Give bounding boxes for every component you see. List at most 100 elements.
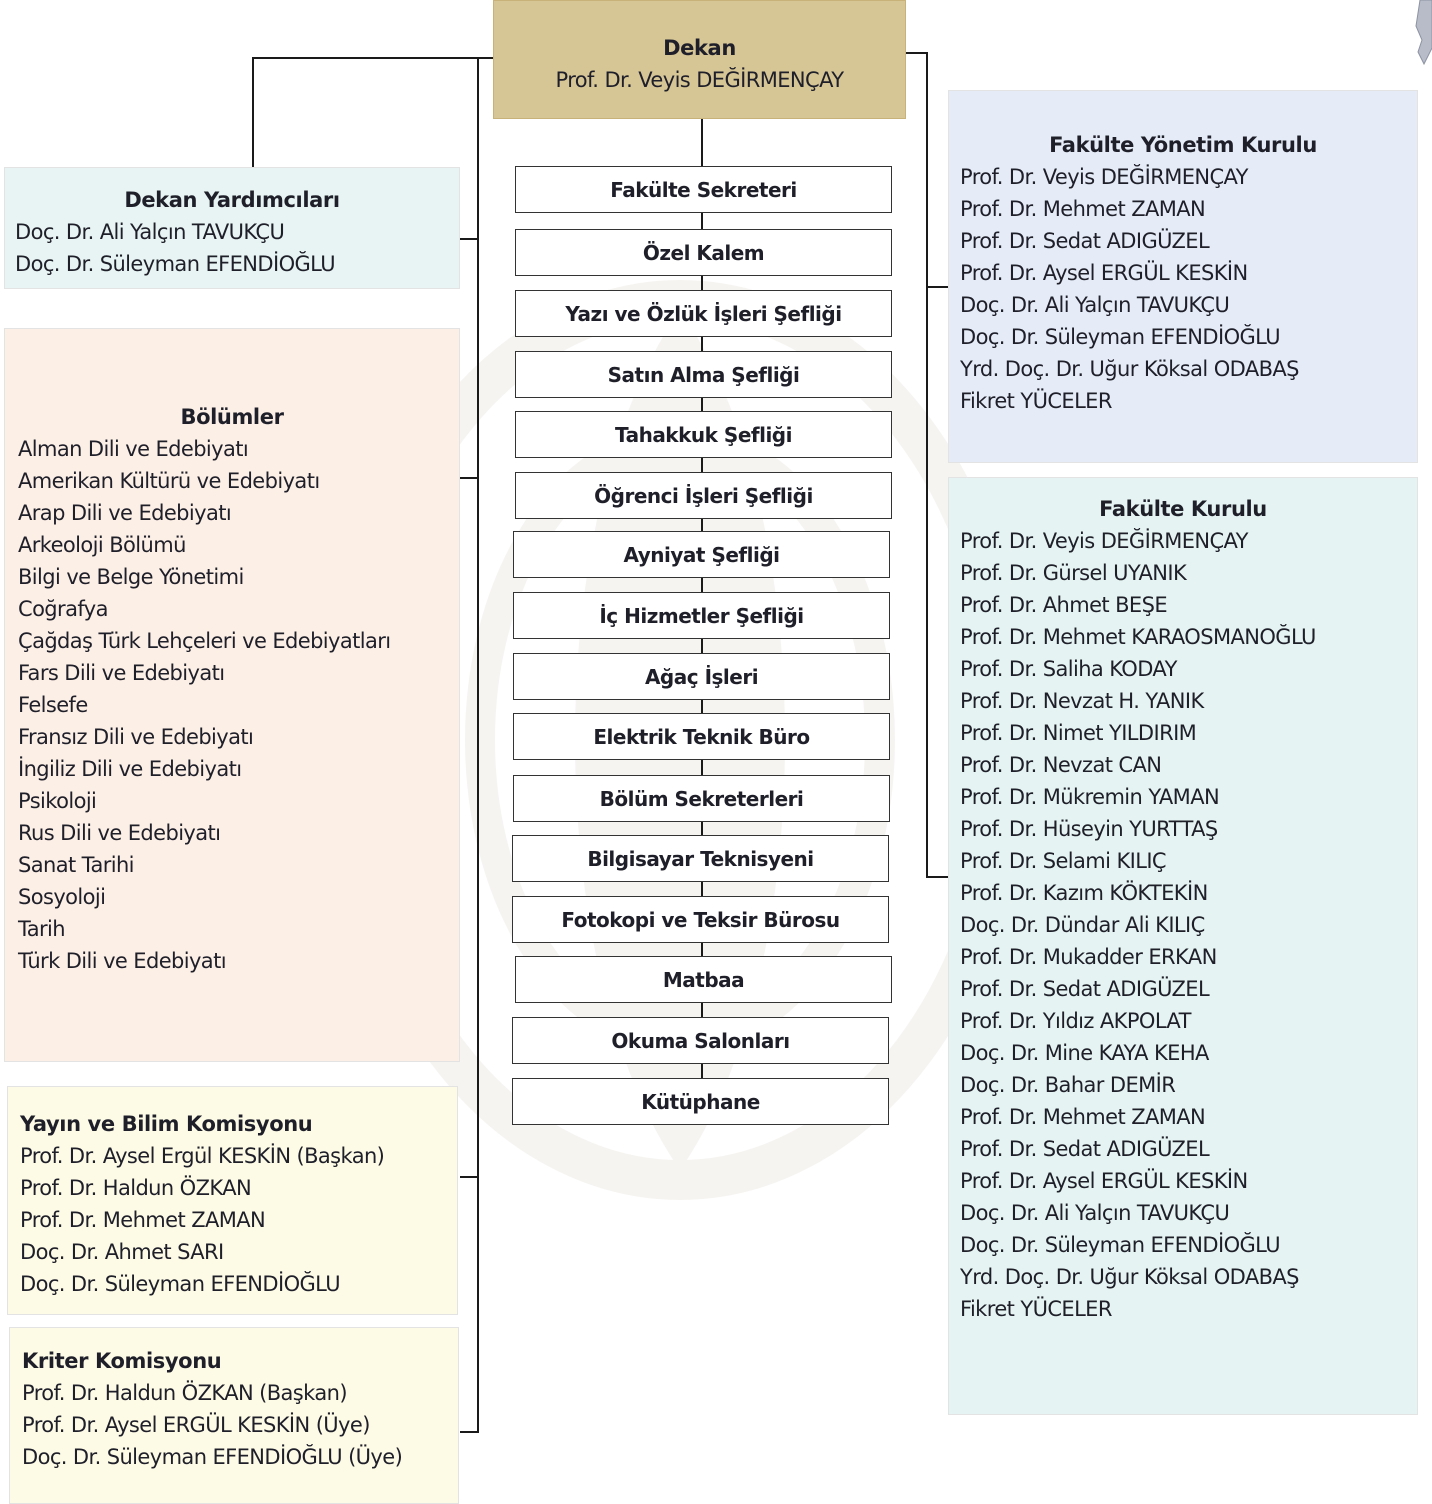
kriter-box: Kriter Komisyonu Prof. Dr. Haldun ÖZKAN … <box>9 1327 459 1504</box>
yayin-bilim-box: Yayın ve Bilim Komisyonu Prof. Dr. Aysel… <box>7 1086 458 1315</box>
unit-box: Matbaa <box>515 956 892 1003</box>
list-item: Prof. Dr. Aysel Ergül KESKİN (Başkan) <box>20 1144 385 1168</box>
list-item: Doç. Dr. Süleyman EFENDİOĞLU <box>960 325 1281 349</box>
list-item: Bilgi ve Belge Yönetimi <box>18 565 244 589</box>
list-item: Doç. Dr. Süleyman EFENDİOĞLU <box>15 252 336 276</box>
yonetim-kurulu-title: Fakülte Yönetim Kurulu <box>1049 133 1317 157</box>
list-item: Çağdaş Türk Lehçeleri ve Edebiyatları <box>18 629 391 653</box>
unit-box: Kütüphane <box>512 1078 889 1125</box>
unit-box: Fakülte Sekreteri <box>515 166 892 213</box>
list-item: Prof. Dr. Yıldız AKPOLAT <box>960 1009 1191 1033</box>
list-item: Felsefe <box>18 693 88 717</box>
list-item: Prof. Dr. Haldun ÖZKAN <box>20 1176 252 1200</box>
unit-box: Bölüm Sekreterleri <box>513 775 890 822</box>
connector-left-trunk <box>477 57 479 1433</box>
unit-box: Yazı ve Özlük İşleri Şefliği <box>515 290 892 337</box>
list-item: Sanat Tarihi <box>18 853 135 877</box>
list-item: Yrd. Doç. Dr. Uğur Köksal ODABAŞ <box>960 1265 1299 1289</box>
list-item: Prof. Dr. Mehmet ZAMAN <box>20 1208 266 1232</box>
dekan-name: Prof. Dr. Veyis DEĞİRMENÇAY <box>555 68 845 92</box>
connector-kurul <box>926 876 948 878</box>
list-item: Sosyoloji <box>18 885 106 909</box>
connector-yayin <box>460 1176 479 1178</box>
unit-box: Fotokopi ve Teksir Bürosu <box>512 896 889 943</box>
list-item: Yrd. Doç. Dr. Uğur Köksal ODABAŞ <box>960 357 1299 381</box>
logo-fragment <box>1415 0 1432 66</box>
unit-box: Öğrenci İşleri Şefliği <box>515 472 892 519</box>
list-item: Doç. Dr. Ahmet SARI <box>20 1240 224 1264</box>
fakulte-kurulu-box: Fakülte Kurulu Prof. Dr. Veyis DEĞİRMENÇ… <box>948 477 1418 1415</box>
list-item: Prof. Dr. Gürsel UYANIK <box>960 561 1187 585</box>
list-item: Fars Dili ve Edebiyatı <box>18 661 225 685</box>
list-item: Prof. Dr. Kazım KÖKTEKİN <box>960 881 1208 905</box>
list-item: Prof. Dr. Mehmet KARAOSMANOĞLU <box>960 625 1316 649</box>
dekan-yardimcilari-box: Dekan Yardımcıları Doç. Dr. Ali Yalçın T… <box>4 167 460 289</box>
connector-bolumler <box>460 477 479 479</box>
unit-box: İç Hizmetler Şefliği <box>513 592 890 639</box>
unit-box: Ayniyat Şefliği <box>513 531 890 578</box>
list-item: Fransız Dili ve Edebiyatı <box>18 725 254 749</box>
list-item: Fikret YÜCELER <box>960 1297 1112 1321</box>
list-item: Tarih <box>18 917 66 941</box>
fakulte-kurulu-title: Fakülte Kurulu <box>1099 497 1267 521</box>
list-item: Prof. Dr. Ahmet BEŞE <box>960 593 1168 617</box>
connector-right-trunk <box>926 52 928 878</box>
unit-box: Satın Alma Şefliği <box>515 351 892 398</box>
unit-box: Özel Kalem <box>515 229 892 276</box>
unit-box: Tahakkuk Şefliği <box>515 411 892 458</box>
dekan-yardimcilari-title: Dekan Yardımcıları <box>124 188 340 212</box>
list-item: Prof. Dr. Mukadder ERKAN <box>960 945 1217 969</box>
unit-box: Bilgisayar Teknisyeni <box>512 835 889 882</box>
list-item: Doç. Dr. Bahar DEMİR <box>960 1073 1176 1097</box>
list-item: Prof. Dr. Hüseyin YURTTAŞ <box>960 817 1218 841</box>
list-item: Prof. Dr. Haldun ÖZKAN (Başkan) <box>22 1381 348 1405</box>
connector-yardimci-drop <box>252 57 254 167</box>
list-item: Doç. Dr. Süleyman EFENDİOĞLU <box>960 1233 1281 1257</box>
list-item: Doç. Dr. Ali Yalçın TAVUKÇU <box>15 220 285 244</box>
bolumler-box: Bölümler Alman Dili ve Edebiyatı Amerika… <box>4 328 460 1062</box>
dekan-title: Dekan <box>663 36 736 60</box>
list-item: Rus Dili ve Edebiyatı <box>18 821 221 845</box>
list-item: Prof. Dr. Mehmet ZAMAN <box>960 1105 1206 1129</box>
list-item: Prof. Dr. Mehmet ZAMAN <box>960 197 1206 221</box>
list-item: Prof. Dr. Aysel ERGÜL KESKİN (Üye) <box>22 1413 370 1437</box>
list-item: Prof. Dr. Nevzat H. YANIK <box>960 689 1204 713</box>
unit-box: Elektrik Teknik Büro <box>513 713 890 760</box>
list-item: Doç. Dr. Dündar Ali KILIÇ <box>960 913 1205 937</box>
list-item: Prof. Dr. Sedat ADIGÜZEL <box>960 229 1210 253</box>
bolumler-title: Bölümler <box>180 405 284 429</box>
list-item: Prof. Dr. Selami KILIÇ <box>960 849 1167 873</box>
list-item: İngiliz Dili ve Edebiyatı <box>18 757 242 781</box>
connector-dekan-left <box>252 57 494 59</box>
connector-kriter <box>460 1431 479 1433</box>
list-item: Arap Dili ve Edebiyatı <box>18 501 232 525</box>
yonetim-kurulu-box: Fakülte Yönetim Kurulu Prof. Dr. Veyis D… <box>948 90 1418 463</box>
list-item: Doç. Dr. Ali Yalçın TAVUKÇU <box>960 293 1230 317</box>
unit-box: Okuma Salonları <box>512 1017 889 1064</box>
list-item: Prof. Dr. Veyis DEĞİRMENÇAY <box>960 165 1249 189</box>
connector-yardimci <box>460 238 479 240</box>
list-item: Doç. Dr. Mine KAYA KEHA <box>960 1041 1209 1065</box>
list-item: Prof. Dr. Nimet YILDIRIM <box>960 721 1197 745</box>
list-item: Alman Dili ve Edebiyatı <box>18 437 249 461</box>
list-item: Prof. Dr. Nevzat CAN <box>960 753 1162 777</box>
list-item: Prof. Dr. Aysel ERGÜL KESKİN <box>960 261 1248 285</box>
list-item: Doç. Dr. Süleyman EFENDİOĞLU <box>20 1272 341 1296</box>
list-item: Türk Dili ve Edebiyatı <box>18 949 227 973</box>
list-item: Prof. Dr. Mükremin YAMAN <box>960 785 1220 809</box>
list-item: Arkeoloji Bölümü <box>18 533 186 557</box>
connector-yonetim <box>926 286 949 288</box>
list-item: Prof. Dr. Saliha KODAY <box>960 657 1177 681</box>
list-item: Prof. Dr. Aysel ERGÜL KESKİN <box>960 1169 1248 1193</box>
list-item: Psikoloji <box>18 789 97 813</box>
list-item: Doç. Dr. Süleyman EFENDİOĞLU (Üye) <box>22 1445 403 1469</box>
list-item: Prof. Dr. Veyis DEĞİRMENÇAY <box>960 529 1249 553</box>
list-item: Fikret YÜCELER <box>960 389 1112 413</box>
list-item: Prof. Dr. Sedat ADIGÜZEL <box>960 977 1210 1001</box>
kriter-title: Kriter Komisyonu <box>22 1349 222 1373</box>
connector-dekan-right <box>905 52 928 54</box>
list-item: Coğrafya <box>18 597 108 621</box>
yayin-bilim-title: Yayın ve Bilim Komisyonu <box>20 1112 313 1136</box>
list-item: Amerikan Kültürü ve Edebiyatı <box>18 469 320 493</box>
unit-box: Ağaç İşleri <box>513 653 890 700</box>
